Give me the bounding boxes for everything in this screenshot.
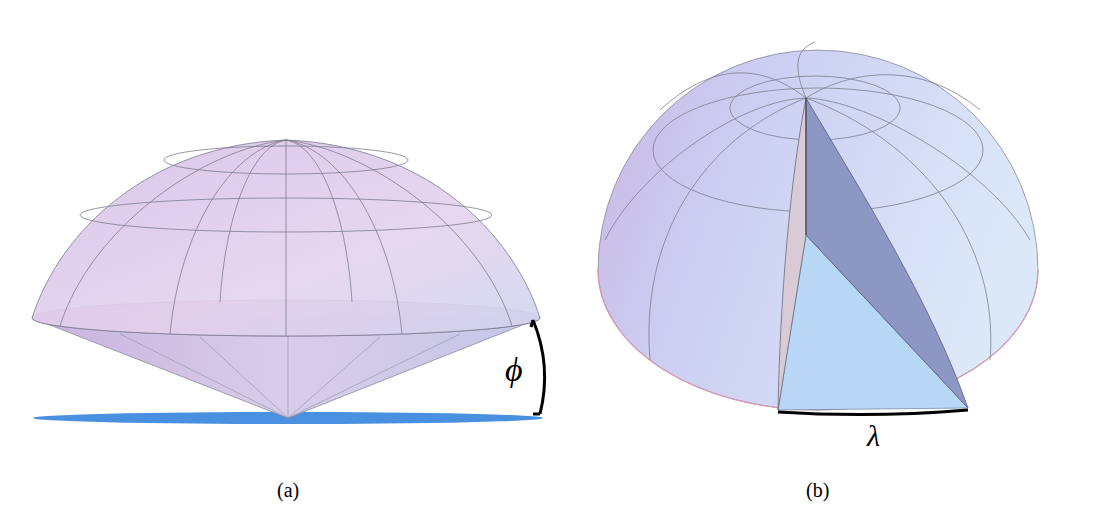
panel-label: (a) [277, 480, 299, 500]
angle-arc [778, 410, 968, 415]
angle-symbol: ϕ [505, 353, 523, 387]
wedge-face [806, 98, 968, 408]
wedge-face [778, 98, 806, 410]
sphere [598, 50, 1038, 410]
angle-symbol: λ [867, 421, 880, 451]
angle-arc [533, 320, 545, 414]
spherical-cap [32, 140, 540, 336]
panel-label: (b) [806, 480, 829, 500]
